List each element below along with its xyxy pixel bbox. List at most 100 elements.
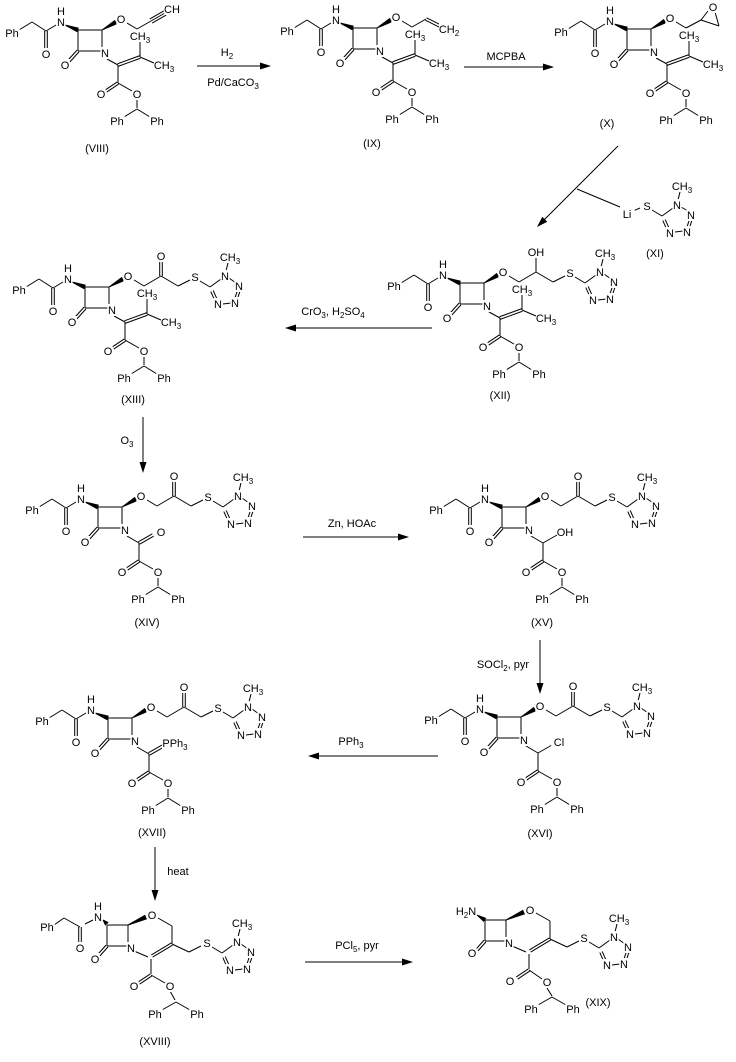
atom-label: CH3 xyxy=(595,248,616,262)
atom-label: N xyxy=(234,491,242,503)
atom-label: N xyxy=(687,210,695,222)
atom-label: O xyxy=(709,2,718,14)
atom-label: O xyxy=(157,251,166,263)
compound-label: (XIV) xyxy=(134,617,159,629)
atom-label: N xyxy=(648,518,656,530)
atom-label: S xyxy=(204,492,211,504)
atom-label: O xyxy=(610,59,619,71)
atom-label: H xyxy=(64,263,72,275)
compound-label: (XII) xyxy=(490,390,511,402)
atom-label: H xyxy=(77,483,85,495)
atom-label: N xyxy=(650,47,658,59)
atom-label: Ph xyxy=(659,115,672,127)
atom-label: O xyxy=(72,737,81,749)
atom-label: Ph xyxy=(699,115,712,127)
atom-label: CH3 xyxy=(232,918,253,932)
arrow-step-8: PPh3 xyxy=(308,735,438,760)
atom-label: O xyxy=(124,271,133,283)
atom-label: O xyxy=(157,527,166,539)
atom-label: O xyxy=(68,317,77,329)
atom-label: O xyxy=(574,471,583,483)
atom-label: Ph xyxy=(385,114,398,126)
atom-label: CH3 xyxy=(536,313,557,327)
atom-label: N xyxy=(476,704,484,716)
compound-label: (XI) xyxy=(646,248,664,260)
atom-label: N xyxy=(596,267,604,279)
atom-label: Cl xyxy=(554,737,564,749)
atom-label: H2N xyxy=(456,906,476,920)
atom-label: O xyxy=(536,701,545,713)
atom-label: O xyxy=(466,526,475,538)
atom-label: N xyxy=(131,736,139,748)
atom-label: N xyxy=(231,298,239,310)
atom-label: CH3 xyxy=(161,317,182,331)
atom-label: O xyxy=(646,88,655,100)
atom-label: N xyxy=(520,735,528,747)
atom-label: CH3 xyxy=(637,472,658,486)
compound-label: (XIX) xyxy=(585,997,610,1009)
reagent-label: heat xyxy=(167,866,188,878)
atom-label: O xyxy=(164,778,173,790)
atom-label: Ph xyxy=(530,804,543,816)
reagent-label: Pd/CaCO3 xyxy=(207,77,259,91)
atom-label: CH3 xyxy=(679,30,700,44)
atom-label: N xyxy=(439,270,447,282)
atom-label: S xyxy=(643,201,650,213)
atom-label: H xyxy=(481,483,489,495)
atom-label: O xyxy=(682,88,691,100)
atom-label: CH3 xyxy=(130,31,151,45)
atom-label: N xyxy=(244,702,252,714)
atom-label: N xyxy=(589,295,597,307)
atom-label: OH xyxy=(557,527,574,539)
atom-label: CH xyxy=(164,4,180,16)
atom-label: O xyxy=(81,537,90,549)
atom-label: Ph xyxy=(40,922,53,934)
atom-label: N xyxy=(108,305,116,317)
atom-label: S xyxy=(191,272,198,284)
atom-label: N xyxy=(121,525,129,537)
atom-label: Ph xyxy=(387,281,400,293)
atom-label: N xyxy=(638,491,646,503)
reagent-label: SOCl2, pyr xyxy=(477,659,529,673)
atom-label: N xyxy=(481,494,489,506)
atom-label: O xyxy=(517,777,526,789)
atom-label: H xyxy=(94,901,102,913)
atom-label: N xyxy=(214,299,222,311)
atom-label: O xyxy=(443,313,452,325)
atom-label: Ph xyxy=(117,373,130,385)
atom-label: O xyxy=(591,48,600,60)
atom-label: CH3 xyxy=(703,59,724,73)
atom-label: O xyxy=(147,702,156,714)
atom-label: N xyxy=(673,200,681,212)
atom-label: N xyxy=(101,48,109,60)
arrow-step-2: MCPBA xyxy=(464,50,554,71)
atom-label: O xyxy=(336,58,345,70)
atom-label: N xyxy=(606,294,614,306)
atom-label: Ph xyxy=(575,594,588,606)
atom-label: O xyxy=(137,491,146,503)
atom-label: H xyxy=(476,693,484,705)
atom-label: O xyxy=(170,471,179,483)
atom-label: S xyxy=(203,938,210,950)
atom-label: N xyxy=(226,965,234,977)
atom-label: O xyxy=(515,342,524,354)
atom-label: H xyxy=(332,4,340,16)
atom-label: N xyxy=(505,938,513,950)
atom-label: O xyxy=(104,346,113,358)
atom-label: O xyxy=(61,60,70,72)
atom-label: O xyxy=(499,267,508,279)
atom-label: O xyxy=(91,954,100,966)
atom-label: N xyxy=(244,518,252,530)
atom-label: Ph xyxy=(110,116,123,128)
atom-label: O xyxy=(148,910,157,922)
atom-label: O xyxy=(97,89,106,101)
reagent-label: O3 xyxy=(120,435,134,449)
atom-label: O xyxy=(154,567,163,579)
atom-label: O xyxy=(128,778,137,790)
atom-label: H xyxy=(57,6,65,18)
atom-label: N xyxy=(652,501,660,513)
